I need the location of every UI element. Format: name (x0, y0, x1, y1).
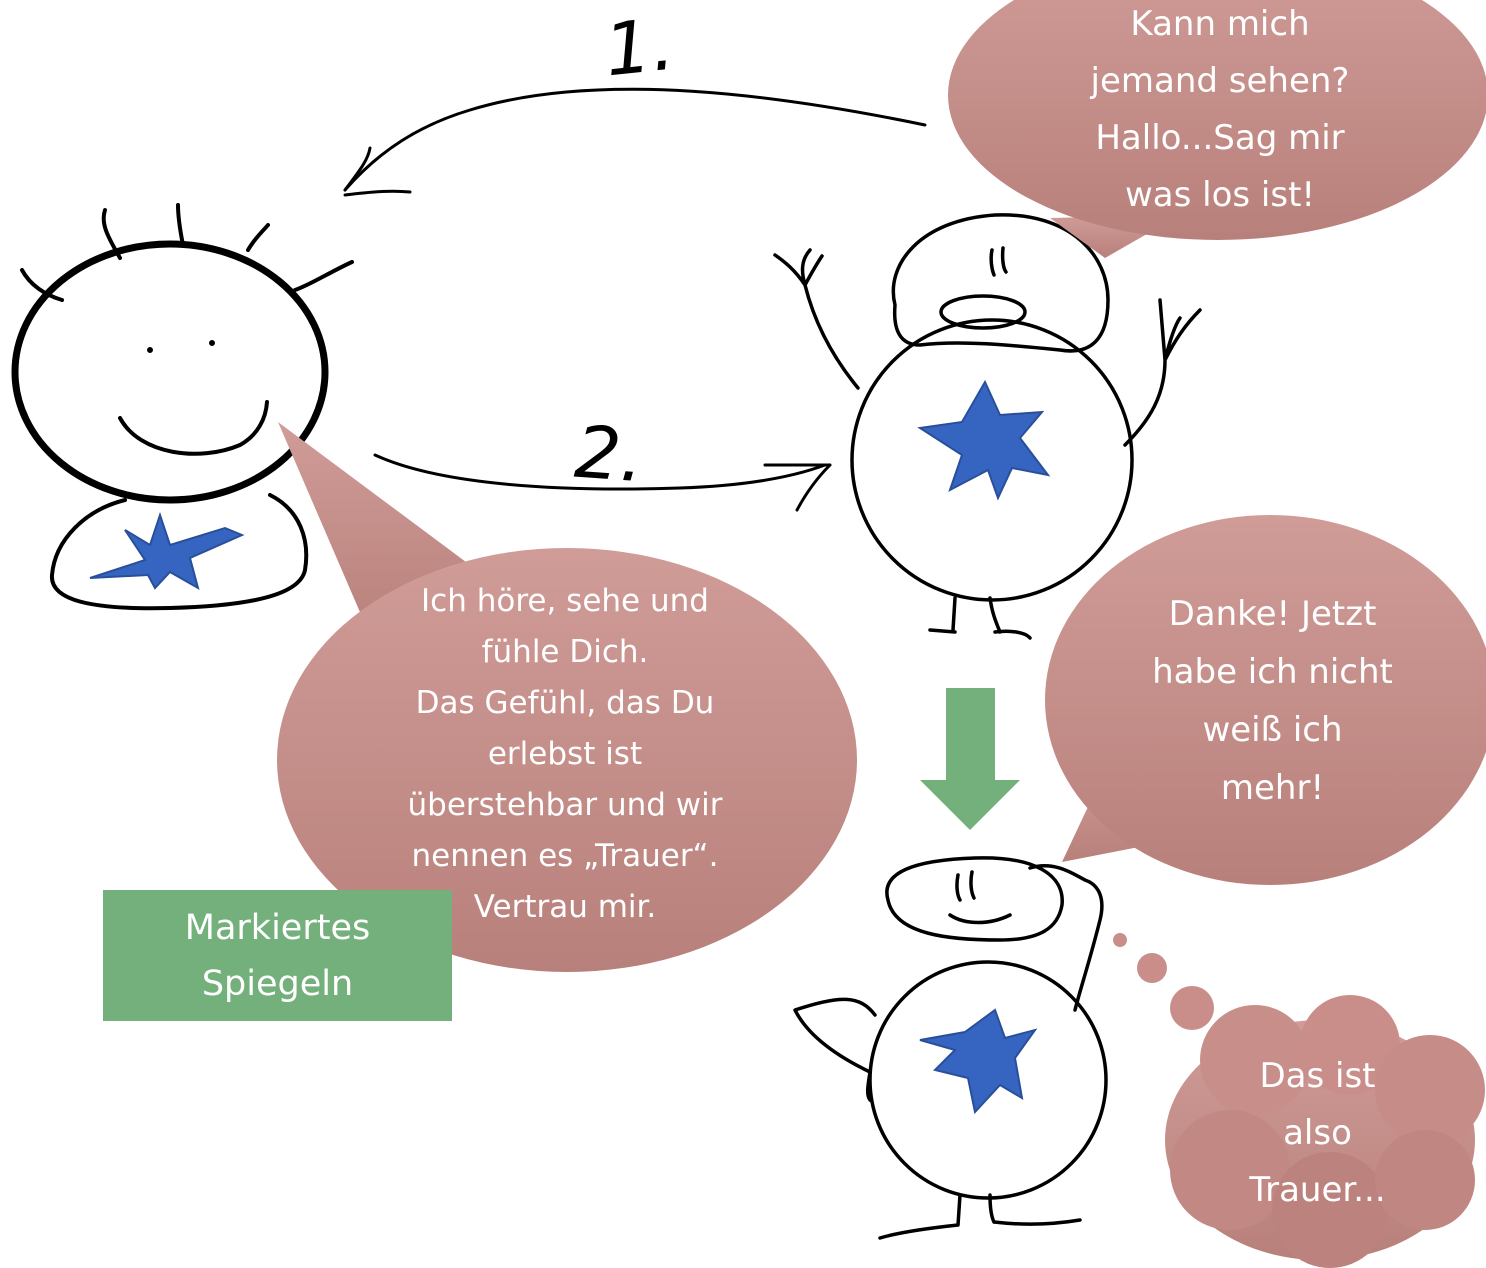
bubble-line: habe ich nicht (1152, 652, 1393, 692)
child-figure-bottom (793, 856, 1108, 1240)
bubble-line: Trauer... (1249, 1170, 1386, 1210)
bubble-line: Kann mich (1130, 4, 1310, 44)
bubble-child-thanks-text: Danke! Jetzt habe ich nicht weiß ich meh… (1100, 585, 1445, 817)
child-figure-top (773, 213, 1202, 640)
bubble-line: Hallo...Sag mir (1095, 118, 1345, 158)
adult-torso (49, 493, 309, 611)
bubble-line: mehr! (1220, 768, 1325, 808)
thought-bubble-shape (1113, 933, 1485, 1268)
label-line: Markiertes (184, 907, 371, 948)
step-1-label: 1. (600, 1, 678, 93)
thought-bubble-text: Das ist also Trauer... (1200, 1048, 1435, 1219)
adult-star (89, 511, 245, 591)
bubble-child-question-text: Kann mich jemand sehen? Hallo...Sag mir … (1000, 0, 1440, 224)
child-top-right-arm (1123, 298, 1202, 447)
child-bottom-legs (878, 1193, 1082, 1240)
adult-head (11, 240, 329, 504)
adult-figure (11, 203, 354, 611)
label-line: Spiegeln (201, 963, 354, 1004)
bubble-line: erlebst ist (487, 736, 643, 772)
arrow-step-2 (373, 453, 827, 491)
child-bottom-head (885, 856, 1064, 942)
adult-smile (118, 400, 269, 456)
child-bottom-hand-on-head (1028, 864, 1104, 1012)
arrow-step-1 (343, 87, 927, 192)
bubble-line: jemand sehen? (1090, 61, 1350, 101)
bubble-line: Das Gefühl, das Du (415, 685, 715, 721)
child-top-head (891, 213, 1110, 353)
child-bottom-arm (793, 997, 877, 1102)
marked-mirroring-label: Markiertes Spiegeln (103, 890, 452, 1021)
child-top-legs (928, 596, 1032, 640)
step-2-label: 2. (572, 409, 647, 499)
bubble-mirroring-text: Ich höre, sehe und fühle Dich. Das Gefüh… (360, 576, 770, 933)
bubble-line: fühle Dich. (481, 634, 649, 670)
child-top-star (917, 379, 1051, 501)
bubble-line: Danke! Jetzt (1168, 594, 1377, 634)
bubble-line: Vertrau mir. (473, 889, 657, 925)
child-bottom-star (919, 1008, 1038, 1115)
green-down-arrow (920, 688, 1020, 830)
bubble-child-thanks-shape (1045, 515, 1486, 885)
adult-hair (20, 203, 354, 302)
child-top-left-arm (773, 248, 860, 390)
step-arrows (343, 87, 927, 512)
bubble-line: Das ist (1259, 1056, 1376, 1096)
bubble-child-question-shape (948, 0, 1486, 258)
bubble-line: weiß ich (1202, 710, 1343, 750)
bubble-mirroring-shape (277, 422, 857, 972)
bubble-line: nennen es „Trauer“. (411, 838, 719, 874)
bubble-line: Ich höre, sehe und (421, 583, 709, 619)
bubble-line: was los ist! (1124, 175, 1316, 215)
bubble-line: also (1283, 1113, 1352, 1153)
bubble-line: überstehbar und wir (407, 787, 723, 823)
